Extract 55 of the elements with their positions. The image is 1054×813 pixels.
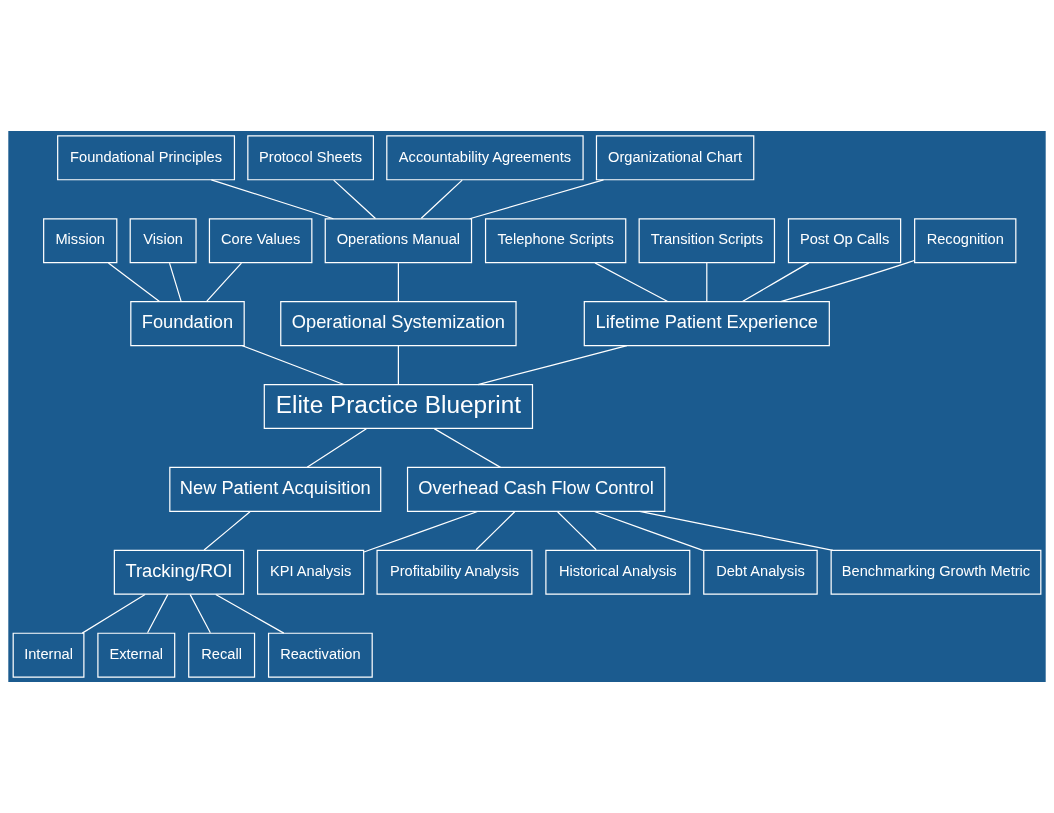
node-box: Benchmarking Growth Metric	[830, 549, 1042, 595]
node-box: Organizational Chart	[595, 135, 755, 181]
node-box: Protocol Sheets	[247, 135, 374, 181]
connector	[420, 179, 463, 219]
connector	[780, 259, 915, 303]
connector	[593, 510, 705, 552]
connector	[741, 262, 810, 303]
node-box: Foundational Principles	[57, 135, 236, 181]
connector	[241, 345, 345, 386]
node-box: Elite Practice Blueprint	[263, 383, 534, 430]
connector	[215, 593, 285, 634]
node-box: Lifetime Patient Experience	[583, 301, 830, 347]
connector	[397, 345, 399, 385]
node-box: Transition Scripts	[638, 218, 776, 264]
node-box: Mission	[43, 218, 118, 264]
node-box: Vision	[129, 218, 197, 264]
connector	[147, 594, 169, 634]
connector	[210, 179, 334, 220]
connector	[168, 262, 182, 302]
node-box: Recognition	[914, 218, 1017, 264]
node-box: Reactivation	[267, 632, 373, 678]
connector	[557, 511, 597, 551]
connector	[469, 179, 605, 220]
connector	[706, 262, 708, 302]
connector	[107, 262, 161, 302]
node-box: Operations Manual	[324, 218, 473, 264]
node-box: Internal	[12, 632, 85, 678]
node-box: External	[97, 632, 176, 678]
connector	[81, 593, 146, 634]
node-box: Foundation	[130, 301, 245, 347]
node-box: Tracking/ROI	[113, 549, 245, 595]
node-box: Overhead Cash Flow Control	[406, 466, 666, 512]
connector	[333, 179, 377, 220]
connector	[594, 262, 669, 303]
connector	[477, 345, 628, 386]
node-box: Debt Analysis	[703, 549, 818, 595]
node-box: New Patient Acquisition	[169, 466, 382, 512]
node-box: Operational Systemization	[280, 301, 517, 347]
node-box: Historical Analysis	[545, 549, 691, 595]
connector	[206, 262, 243, 302]
node-box: Recall	[188, 632, 256, 678]
connector	[306, 428, 367, 468]
connector	[363, 510, 479, 553]
connector	[433, 428, 502, 468]
connector	[189, 594, 211, 634]
connector	[639, 510, 834, 551]
node-box: Core Values	[208, 218, 313, 264]
node-box: KPI Analysis	[257, 549, 365, 595]
connector	[475, 511, 516, 551]
node-box: Telephone Scripts	[484, 218, 627, 264]
node-box: Profitability Analysis	[376, 549, 533, 595]
connector	[397, 262, 399, 302]
connector	[203, 511, 251, 551]
node-box: Accountability Agreements	[386, 135, 584, 181]
node-box: Post Op Calls	[787, 218, 902, 264]
